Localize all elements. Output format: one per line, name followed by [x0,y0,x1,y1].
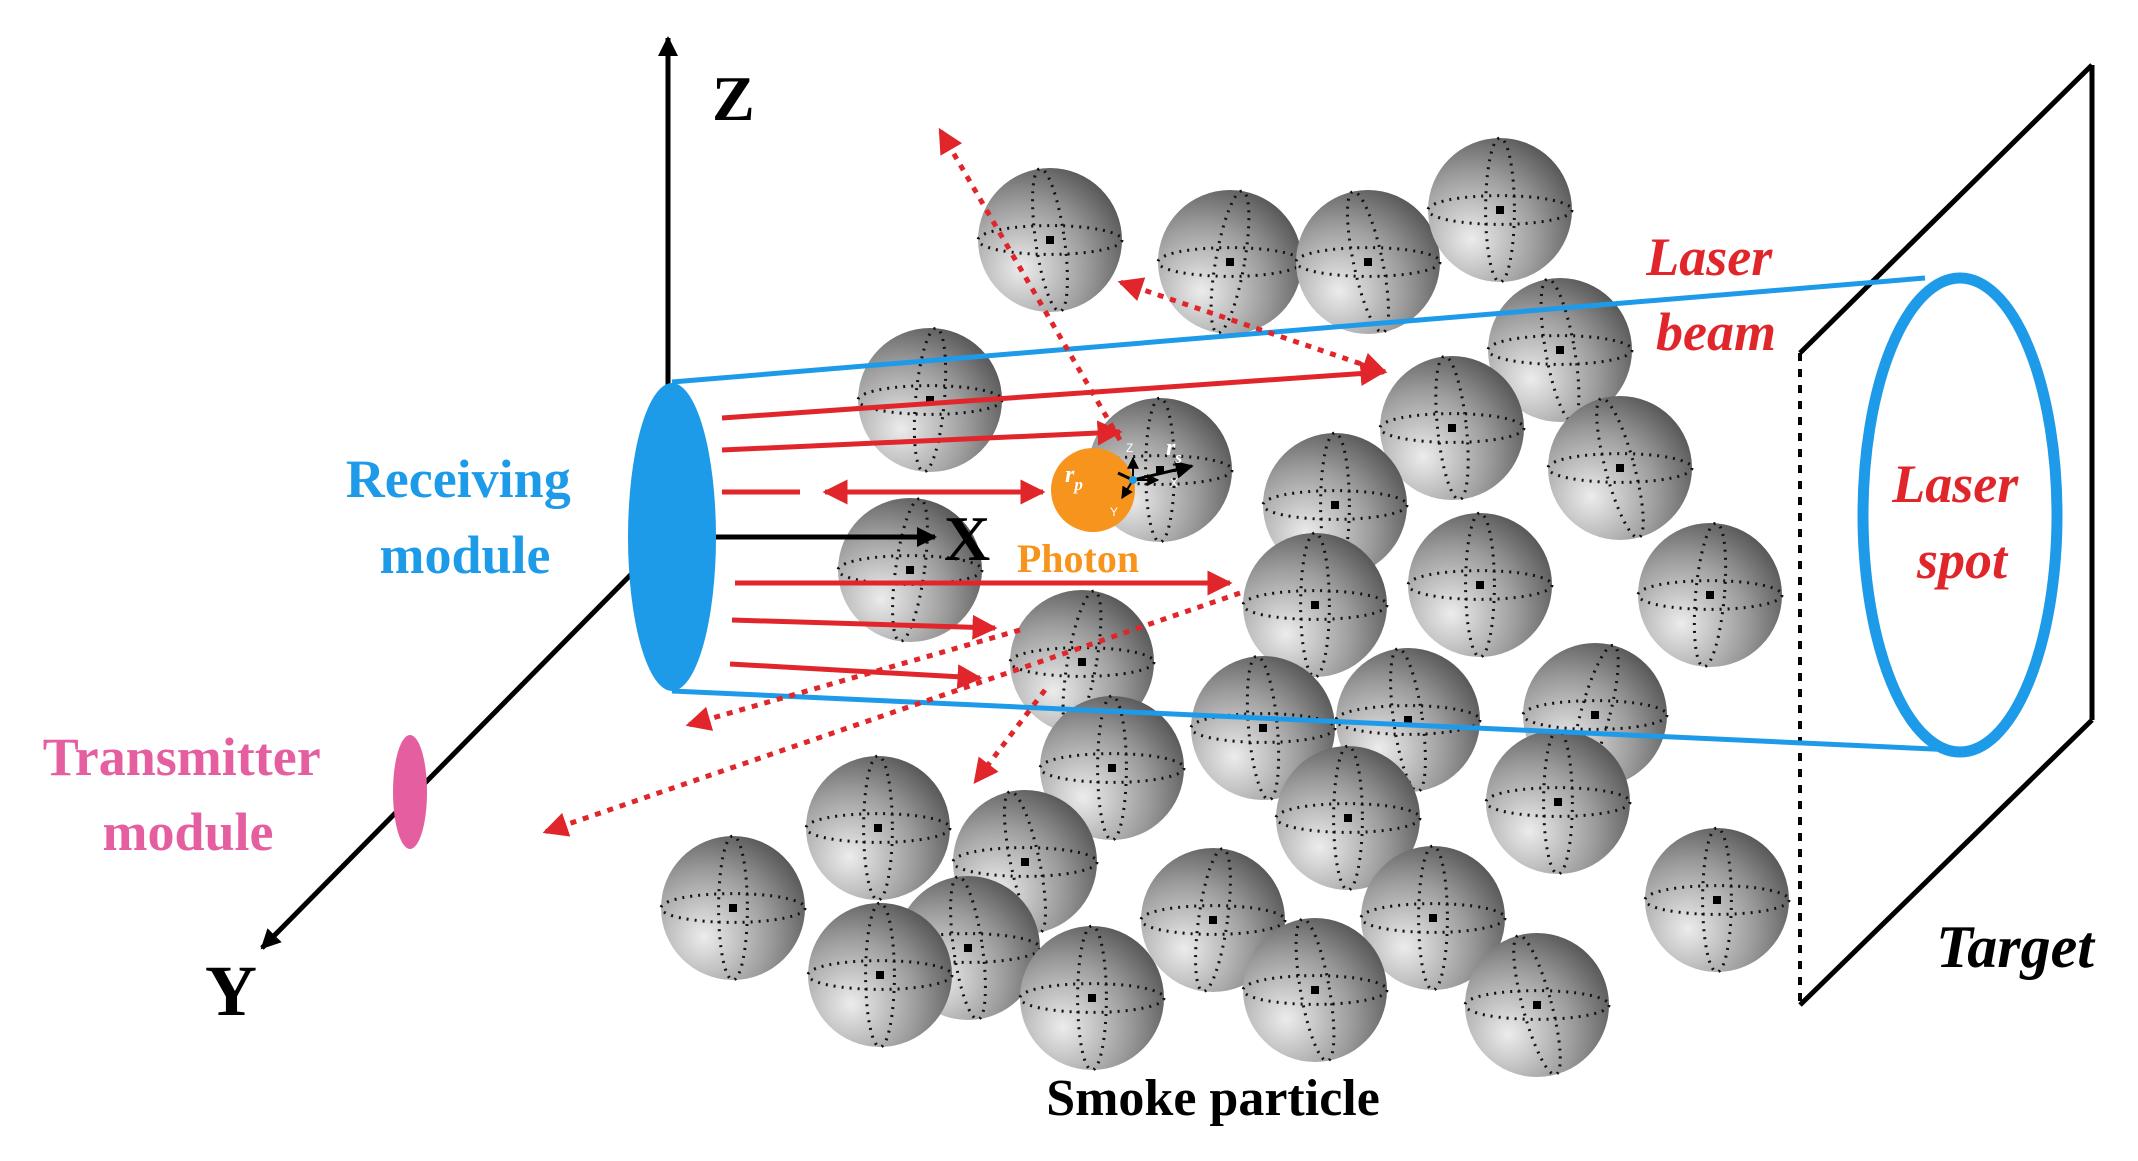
mini-z-label: Z [1126,441,1133,455]
receiving-module-label: Receiving module [346,449,584,585]
smoke-particle [1018,924,1166,1072]
smoke-particle [1274,744,1422,892]
smoke-particle [1359,844,1507,992]
smoke-particle-cloud [659,136,1791,1077]
smoke-particle [804,754,952,902]
smoke-particle [1546,396,1694,540]
receiving-module-lens [628,383,716,691]
transmitter-module [393,735,427,849]
smoke-particle [1156,189,1304,335]
photon-sphere [1051,448,1135,532]
smoke-particle [1189,654,1337,802]
smoke-particle [659,834,807,982]
photon-label: Photon [1017,536,1139,581]
smoke-particle [836,497,984,643]
smoke-particle [1378,354,1526,502]
smoke-particle [806,901,954,1049]
rp-label: rp [1065,462,1083,494]
transmitter-module-label: Transmitter module [43,727,333,862]
smoke-particle [1294,190,1442,334]
smoke-particle [1486,277,1634,423]
smoke-particle [1463,933,1611,1077]
smoke-particle-label: Smoke particle [1046,1070,1380,1127]
smoke-particle [1241,917,1389,1063]
smoke-particle [1426,136,1574,284]
smoke-particle [1636,521,1784,669]
laser-beam-label: Laser beam [1645,227,1785,362]
laser-rays [721,361,1386,690]
smoke-particle [1406,511,1554,659]
smoke-particle [1139,847,1287,993]
mini-x-label: X [1170,476,1178,490]
laser-spot-ellipse [1857,272,2063,758]
smoke-particle [1643,826,1791,974]
target-plane [1798,63,2095,1007]
mini-y-label: Y [1110,505,1118,519]
target-label: Target [1936,914,2096,980]
smoke-particle [1484,728,1632,876]
photon: rp Z X Y rs [1051,435,1194,532]
smoke-particle [1038,694,1186,842]
smoke-particle [976,167,1124,313]
smoke-particle [1241,531,1389,679]
y-axis-label: Y [205,951,257,1031]
scattered-rays [542,127,1388,837]
rs-label: rs [1166,435,1182,467]
z-axis-label: Z [712,63,755,134]
x-axis-label: X [944,503,990,574]
laser-spot-label: Laser spot [1891,454,2031,590]
